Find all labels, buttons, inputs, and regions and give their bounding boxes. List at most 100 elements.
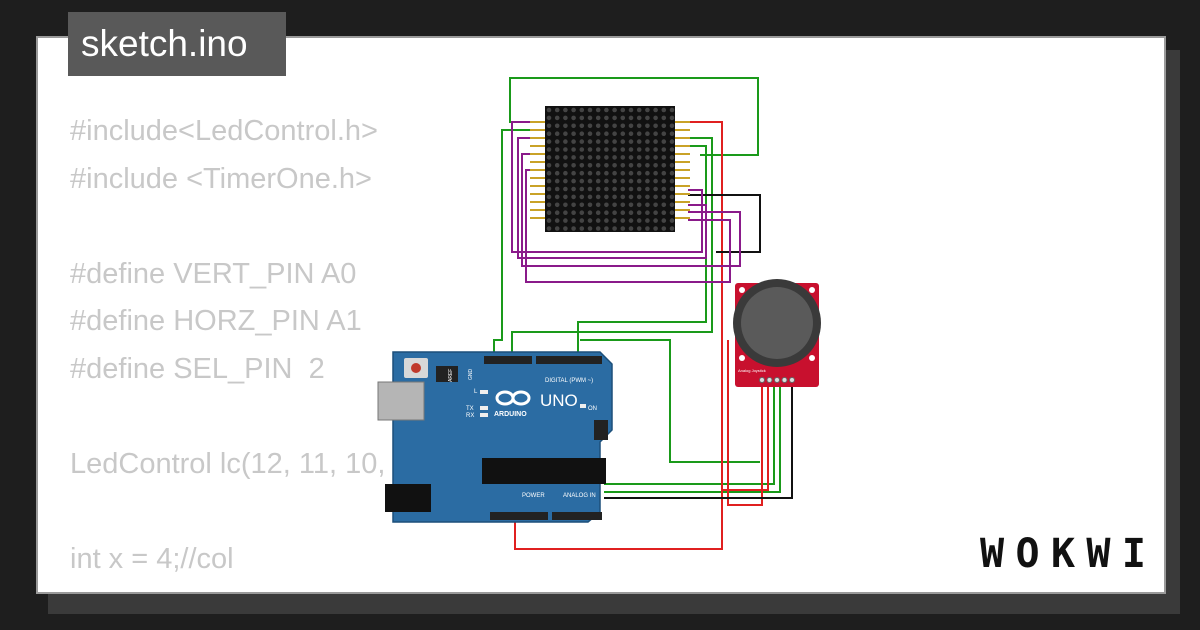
joystick-pin[interactable] (766, 377, 773, 383)
matrix-led (653, 226, 658, 231)
matrix-led (604, 170, 609, 176)
wire-black-2 (604, 383, 793, 499)
matrix-led (636, 163, 642, 168)
matrix-led (628, 178, 634, 184)
code-editor: #include<LedControl.h>#include <TimerOne… (70, 108, 585, 592)
matrix-led (587, 178, 593, 184)
matrix-led (661, 139, 667, 144)
matrix-led (620, 186, 626, 192)
matrix-led (661, 155, 667, 160)
matrix-led (653, 170, 658, 176)
mount-hole (739, 355, 745, 361)
matrix-led (546, 131, 552, 136)
matrix-led (595, 163, 601, 168)
matrix-led (653, 202, 658, 208)
matrix-led (636, 186, 642, 192)
matrix-led (669, 178, 675, 184)
matrix-led (661, 210, 667, 215)
matrix-led (546, 107, 552, 113)
matrix-led (628, 186, 634, 192)
matrix-led (653, 186, 658, 192)
matrix-led (554, 170, 560, 176)
wire-green-2 (493, 129, 540, 360)
joystick-pin[interactable] (759, 377, 765, 383)
matrix-led (620, 178, 626, 184)
matrix-led (661, 194, 667, 200)
matrix-led (604, 139, 609, 144)
matrix-led (612, 202, 617, 208)
joystick-pin[interactable] (789, 377, 795, 383)
matrix-led (579, 155, 585, 160)
wire-purple-3 (521, 153, 741, 267)
matrix-led (595, 139, 601, 144)
matrix-led (669, 155, 675, 160)
file-tab[interactable]: sketch.ino (68, 12, 286, 76)
rx-led (480, 413, 488, 417)
matrix-led (595, 147, 601, 152)
matrix-led (645, 218, 650, 223)
matrix-led (554, 139, 560, 144)
joystick-knob[interactable] (741, 287, 813, 359)
matrix-led (645, 115, 650, 121)
matrix-led (645, 107, 650, 113)
matrix-led (669, 147, 675, 152)
matrix-led (595, 123, 601, 129)
matrix-led (563, 147, 568, 152)
matrix-led (669, 139, 675, 144)
wires (493, 77, 793, 550)
matrix-led (612, 186, 617, 192)
matrix-led (669, 163, 675, 168)
matrix-led (628, 131, 634, 136)
matrix-led (546, 139, 552, 144)
matrix-led (653, 115, 658, 121)
matrix-led (563, 202, 568, 208)
matrix-led (563, 131, 568, 136)
matrix-led (645, 226, 650, 231)
matrix-led (595, 186, 601, 192)
joystick-pin[interactable] (781, 377, 788, 383)
tx-led (480, 406, 488, 410)
matrix-led (645, 210, 650, 215)
matrix-led (571, 226, 576, 231)
matrix-led (595, 131, 601, 136)
matrix-led (554, 115, 560, 121)
code-line: int x = 4;//col (70, 543, 234, 576)
joystick-pin[interactable] (774, 377, 780, 383)
matrix-led (653, 107, 658, 113)
matrix-led (563, 107, 568, 113)
matrix-led (571, 186, 576, 192)
matrix-led (628, 123, 634, 129)
power-label: POWER (522, 493, 545, 499)
matrix-dots (546, 107, 675, 231)
matrix-led (661, 186, 667, 192)
matrix-led (546, 147, 552, 152)
wokwi-logo-text: WOKWI (980, 531, 1146, 577)
matrix-led (620, 139, 626, 144)
matrix-led (645, 194, 650, 200)
matrix-led (661, 170, 667, 176)
matrix-led (579, 226, 585, 231)
led-matrix[interactable] (530, 106, 690, 232)
joystick-label: Analog Joystick (738, 368, 766, 373)
matrix-led (563, 226, 568, 231)
matrix-led (612, 155, 617, 160)
matrix-led (669, 218, 675, 223)
matrix-led (587, 123, 593, 129)
matrix-led (579, 123, 585, 129)
matrix-led (661, 226, 667, 231)
matrix-led (612, 123, 617, 129)
matrix-led (579, 163, 585, 168)
matrix-led (636, 131, 642, 136)
arduino-uno[interactable]: DIGITAL (PWM ~) AREF GND L TX RX UNO ARD… (377, 351, 613, 523)
matrix-led (563, 123, 568, 129)
matrix-led (604, 202, 609, 208)
matrix-led (587, 155, 593, 160)
matrix-led (595, 178, 601, 184)
matrix-led (587, 210, 593, 215)
matrix-led (579, 131, 585, 136)
matrix-led (669, 186, 675, 192)
analog-joystick[interactable]: Analog Joystick (733, 279, 821, 387)
matrix-led (636, 178, 642, 184)
matrix-led (604, 147, 609, 152)
